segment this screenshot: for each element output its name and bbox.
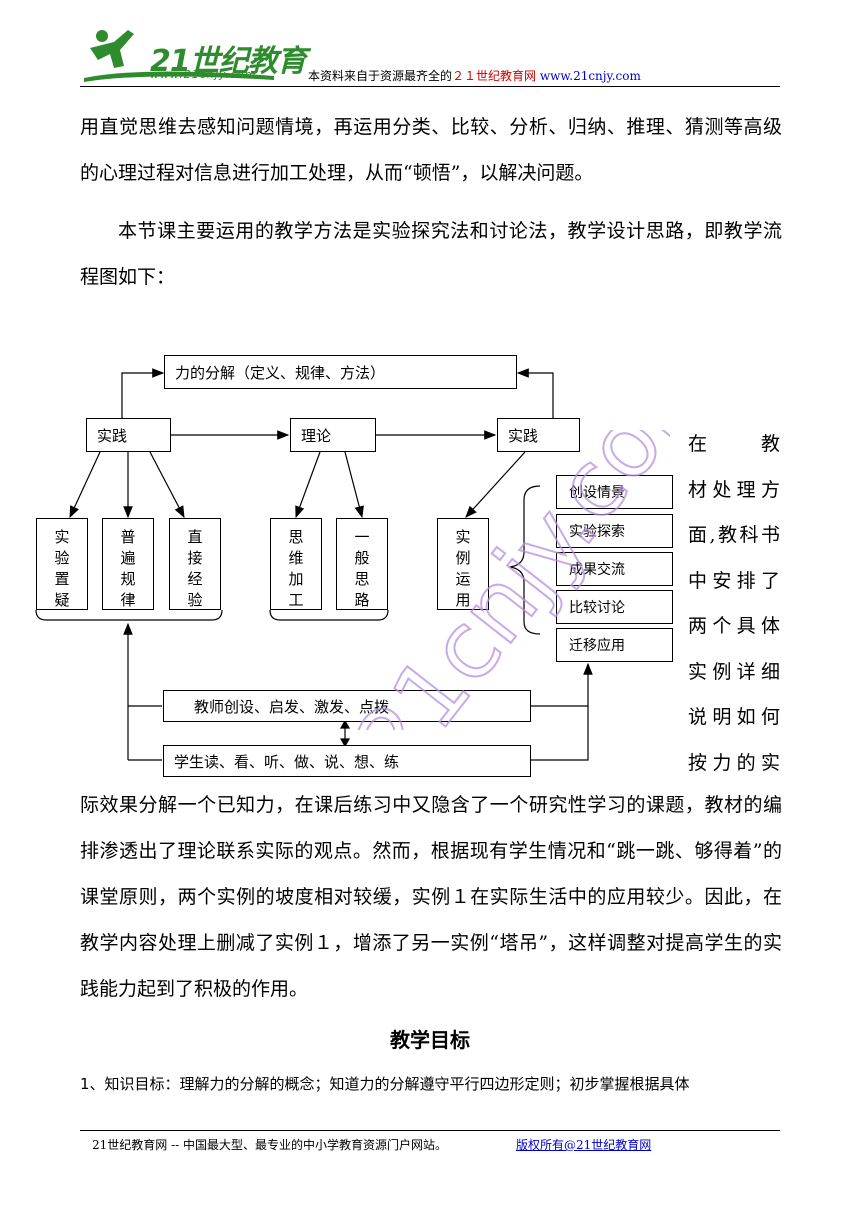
flowchart-col-direct-experience: 直接经验 (169, 518, 221, 610)
col-char: 接 (187, 549, 203, 567)
wrap-line: 两个具体 (688, 615, 780, 637)
col-char: 实 (455, 528, 471, 546)
goal-line: 1、知识目标：理解力的分解的概念；知道力的分解遵守平行四边形定则；初步掌握根据具… (80, 1075, 690, 1093)
col-char: 一 (354, 528, 370, 546)
col-char: 直 (187, 528, 203, 546)
col-char: 般 (354, 549, 370, 567)
col-char: 验 (187, 591, 203, 609)
wrap-line: 面,教科书 (688, 524, 780, 546)
flowchart-step-2: 实验探索 (556, 514, 673, 548)
flowchart-practice-left: 实践 (86, 418, 171, 452)
logo-text: 21世纪教育 (150, 44, 307, 79)
flowchart-teacher-box: 教师创设、启发、激发、点拨 (163, 690, 531, 722)
flowchart-col-experiment-doubt: 实验置疑 (36, 518, 88, 610)
col-char: 加 (288, 570, 304, 588)
flowchart-col-general-law: 普遍规律 (102, 518, 154, 610)
paragraph-3: 际效果分解一个已知力，在课后练习中又隐含了一个研究性学习的课题，教材的编排渗透出… (80, 794, 782, 1000)
col-char: 工 (288, 591, 304, 609)
wrap-line: 按力的实 (688, 751, 780, 774)
header-source-prefix: 本资料来自于资源最齐全的 (308, 69, 453, 83)
flowchart-col-example-use: 实例运用 (437, 518, 489, 610)
footer-divider (80, 1130, 780, 1131)
footer-copyright-link[interactable]: 版权所有@21世纪教育网 (516, 1138, 652, 1152)
col-char: 思 (354, 570, 370, 588)
flowchart-step-4: 比较讨论 (556, 590, 673, 624)
col-char: 思 (288, 528, 304, 546)
footer-left: 21世纪教育网 -- 中国最大型、最专业的中小学教育资源门户网站。 (92, 1138, 448, 1152)
wrap-line: 材处理方 (688, 478, 780, 501)
header-source-site[interactable]: ２１世纪教育网 (452, 69, 537, 83)
wrap-line: 说明如何 (688, 706, 780, 728)
paragraph-2: 本节课主要运用的教学方法是实验探究法和讨论法，教学设计思路，即教学流程图如下： (80, 220, 782, 288)
col-char: 运 (455, 570, 471, 588)
col-char: 验 (54, 549, 70, 567)
wrap-line: 实例详细 (688, 660, 780, 683)
header-source-url[interactable]: www.21cnjy.com (539, 69, 641, 83)
header-divider (80, 86, 780, 87)
header-source: 本资料来自于资源最齐全的２１世纪教育网 www.21cnjy.com (308, 67, 641, 84)
paragraph-1: 用直觉思维去感知问题情境，再运用分类、比较、分析、归纳、推理、猜测等高级的心理过… (80, 116, 782, 184)
col-char: 遍 (120, 549, 136, 567)
col-char: 路 (354, 591, 370, 609)
wrap-line: 在 教 (688, 433, 780, 455)
col-char: 规 (120, 570, 136, 588)
flowchart-student-box: 学生读、看、听、做、说、想、练 (163, 745, 531, 777)
col-char: 用 (455, 591, 471, 609)
col-char: 维 (288, 549, 304, 567)
col-char: 实 (54, 528, 70, 546)
logo-runner-icon (84, 30, 274, 82)
col-char: 律 (120, 591, 136, 609)
section-title: 教学目标 (390, 1028, 470, 1052)
flowchart-step-1: 创设情景 (556, 475, 673, 509)
col-char: 置 (54, 570, 70, 588)
flowchart-practice-right: 实践 (497, 418, 580, 452)
logo-url: www.21cnjy.com (150, 68, 257, 81)
flowchart-step-3: 成果交流 (556, 552, 673, 586)
flowchart-top-box: 力的分解（定义、规律、方法） (164, 355, 517, 389)
col-char: 普 (120, 528, 136, 546)
flowchart-col-general-approach: 一般思路 (336, 518, 388, 610)
flowchart-theory: 理论 (290, 418, 376, 452)
wrap-text-column: 在 教 材处理方 面,教科书 中安排了 两个具体 实例详细 说明如何 按力的实 (688, 422, 780, 786)
watermark-graphic: 21cnjy.com (334, 430, 670, 730)
svg-text:21cnjy.com: 21cnjy.com (335, 430, 670, 730)
col-char: 经 (187, 570, 203, 588)
col-char: 疑 (54, 591, 70, 609)
flowchart-col-thinking: 思维加工 (270, 518, 322, 610)
col-char: 例 (455, 549, 471, 567)
flowchart-step-5: 迁移应用 (556, 628, 673, 662)
wrap-line: 中安排了 (688, 569, 780, 592)
